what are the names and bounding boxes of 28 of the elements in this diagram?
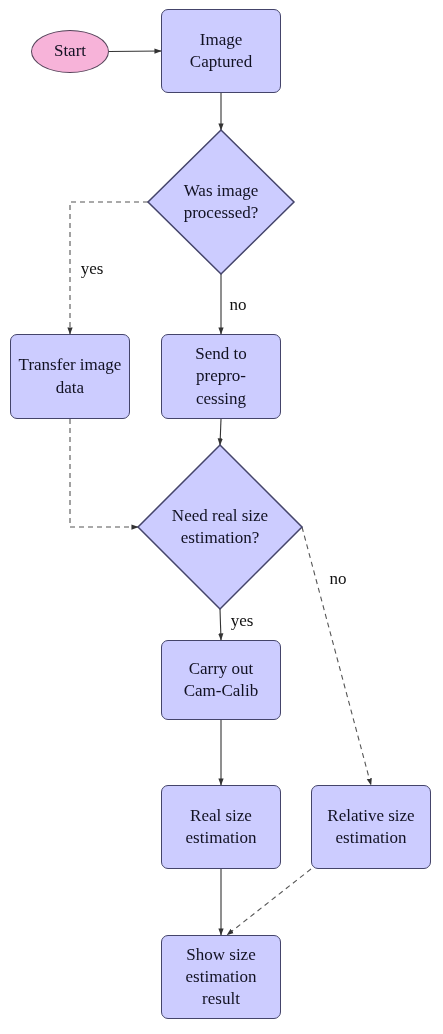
arrow — [218, 868, 224, 936]
node-text: Relative size estimation — [326, 804, 416, 849]
node-text: Show size estimation result — [184, 943, 258, 1011]
node-text: Image Captured — [188, 28, 254, 73]
arrow — [301, 526, 372, 786]
node-text: Was image processed? — [182, 179, 260, 224]
process-box — [161, 785, 281, 869]
arrow — [218, 273, 224, 335]
arrow — [218, 719, 224, 786]
node-text: Need real size estimation? — [170, 504, 270, 549]
process-box — [161, 935, 281, 1019]
arrow — [218, 608, 224, 641]
arrow — [69, 418, 139, 530]
arrow — [218, 92, 224, 131]
node-text: Real size estimation — [184, 804, 258, 849]
node-text: Transfer image data — [17, 354, 123, 399]
arrow — [226, 868, 312, 936]
process-box — [161, 334, 281, 419]
node-text: Start — [52, 40, 88, 63]
arrow — [67, 201, 149, 335]
process-box — [161, 640, 281, 720]
arrow — [217, 418, 223, 446]
process-box — [311, 785, 431, 869]
process-box — [161, 9, 281, 93]
arrow — [108, 48, 162, 54]
process-box — [10, 334, 130, 419]
node-text: Send to prepro- cessing — [194, 343, 248, 410]
node-text: Carry out Cam-Calib — [182, 657, 260, 702]
